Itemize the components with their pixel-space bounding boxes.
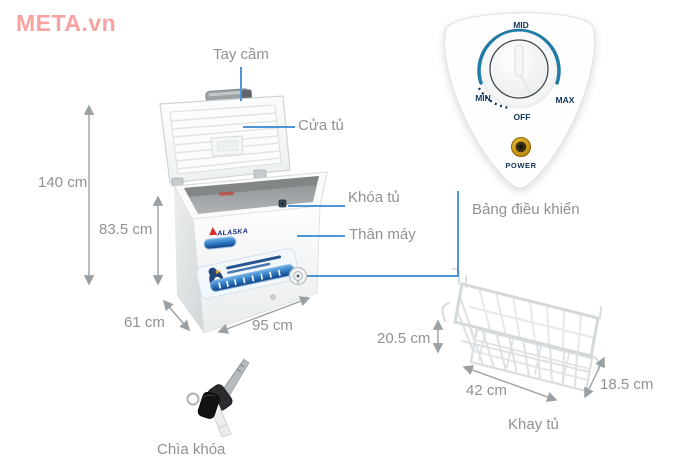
lid-ribs <box>170 112 281 170</box>
body-knob-icon <box>288 266 308 286</box>
arrow-depth <box>162 299 191 332</box>
dim-basket-depth: 18.5 cm <box>600 376 654 393</box>
dim-basket-height: 20.5 cm <box>377 330 431 347</box>
basket-rim <box>453 282 600 358</box>
dimension-arrows <box>83 104 605 402</box>
dial-label-max: MAX <box>556 95 575 105</box>
lid-handle-icon <box>205 88 253 103</box>
dial-label-off: OFF <box>514 112 531 122</box>
meta-watermark: META.vn <box>16 10 117 36</box>
dim-height-body: 83.5 cm <box>99 221 153 238</box>
dial-arc <box>477 28 561 85</box>
keys-illustration <box>186 358 250 438</box>
knob-pointer <box>514 44 524 77</box>
brand-logo: ALASKA <box>209 226 248 238</box>
penguin-sticker <box>196 247 300 299</box>
dim-depth: 61 cm <box>124 314 165 331</box>
label-door: Cửa tủ <box>298 117 344 134</box>
dim-width: 95 cm <box>252 317 293 334</box>
dim-basket-width: 42 cm <box>466 382 507 399</box>
pointer-lines <box>240 67 459 277</box>
lid-hinge-left <box>171 177 184 187</box>
knob-pointer-tail <box>520 75 531 94</box>
basket-front-rail <box>461 340 590 373</box>
basket-illustration <box>441 267 602 393</box>
power-button <box>511 137 531 157</box>
dim-height-total: 140 cm <box>38 174 88 191</box>
pointer-line-control-panel <box>307 191 459 277</box>
basket-back-rail <box>469 306 596 339</box>
drain-screw <box>270 294 276 300</box>
label-basket: Khay tủ <box>508 416 559 433</box>
label-handle: Tay cầm <box>213 46 269 63</box>
label-keys: Chìa khóa <box>157 441 226 458</box>
freezer-body: ALASKA <box>173 171 328 334</box>
label-body: Thân máy <box>349 226 416 243</box>
arrow-basket-width <box>462 365 558 402</box>
key-down <box>197 391 232 438</box>
model-sticker <box>203 236 237 250</box>
freezer-lid <box>159 95 291 187</box>
control-panel-illustration: MID MIN MAX OFF POWER <box>444 12 596 189</box>
brand-text: ALASKA <box>216 228 248 238</box>
power-label: POWER <box>505 161 536 170</box>
key-up <box>207 358 250 411</box>
basket-left-wires <box>456 296 476 352</box>
lock-icon <box>278 199 287 208</box>
label-lock: Khóa tủ <box>348 189 400 206</box>
dial-label-min: MIN <box>475 93 491 103</box>
label-control-panel: Bảng điều khiển <box>472 201 580 218</box>
dial-label-mid: MID <box>513 20 529 30</box>
keyring-icon <box>186 392 200 406</box>
arrow-basket-depth <box>584 356 605 399</box>
interior-sticker <box>218 191 235 196</box>
arrow-width <box>217 296 311 334</box>
lid-hinge-right <box>253 169 267 179</box>
